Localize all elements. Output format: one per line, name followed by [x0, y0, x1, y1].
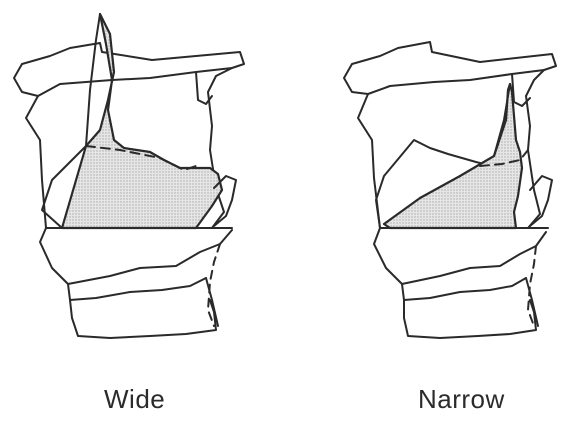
wide-cricoid-inner — [68, 278, 206, 300]
wide-trachea — [70, 300, 216, 338]
narrow-cricoid-inner — [402, 278, 526, 300]
narrow-posterior-line — [512, 74, 530, 106]
narrow-hyoid-bone — [344, 42, 556, 94]
wide-arytenoid — [214, 176, 236, 226]
narrow-cricoid — [374, 228, 546, 284]
wide-larynx-drawing — [14, 14, 244, 338]
wide-cricoid — [40, 228, 232, 284]
wide-epiglottis — [86, 14, 100, 146]
narrow-label: Narrow — [418, 384, 505, 415]
narrow-trachea — [404, 300, 536, 338]
narrow-larynx-drawing — [344, 42, 556, 338]
wide-label: Wide — [104, 384, 165, 415]
